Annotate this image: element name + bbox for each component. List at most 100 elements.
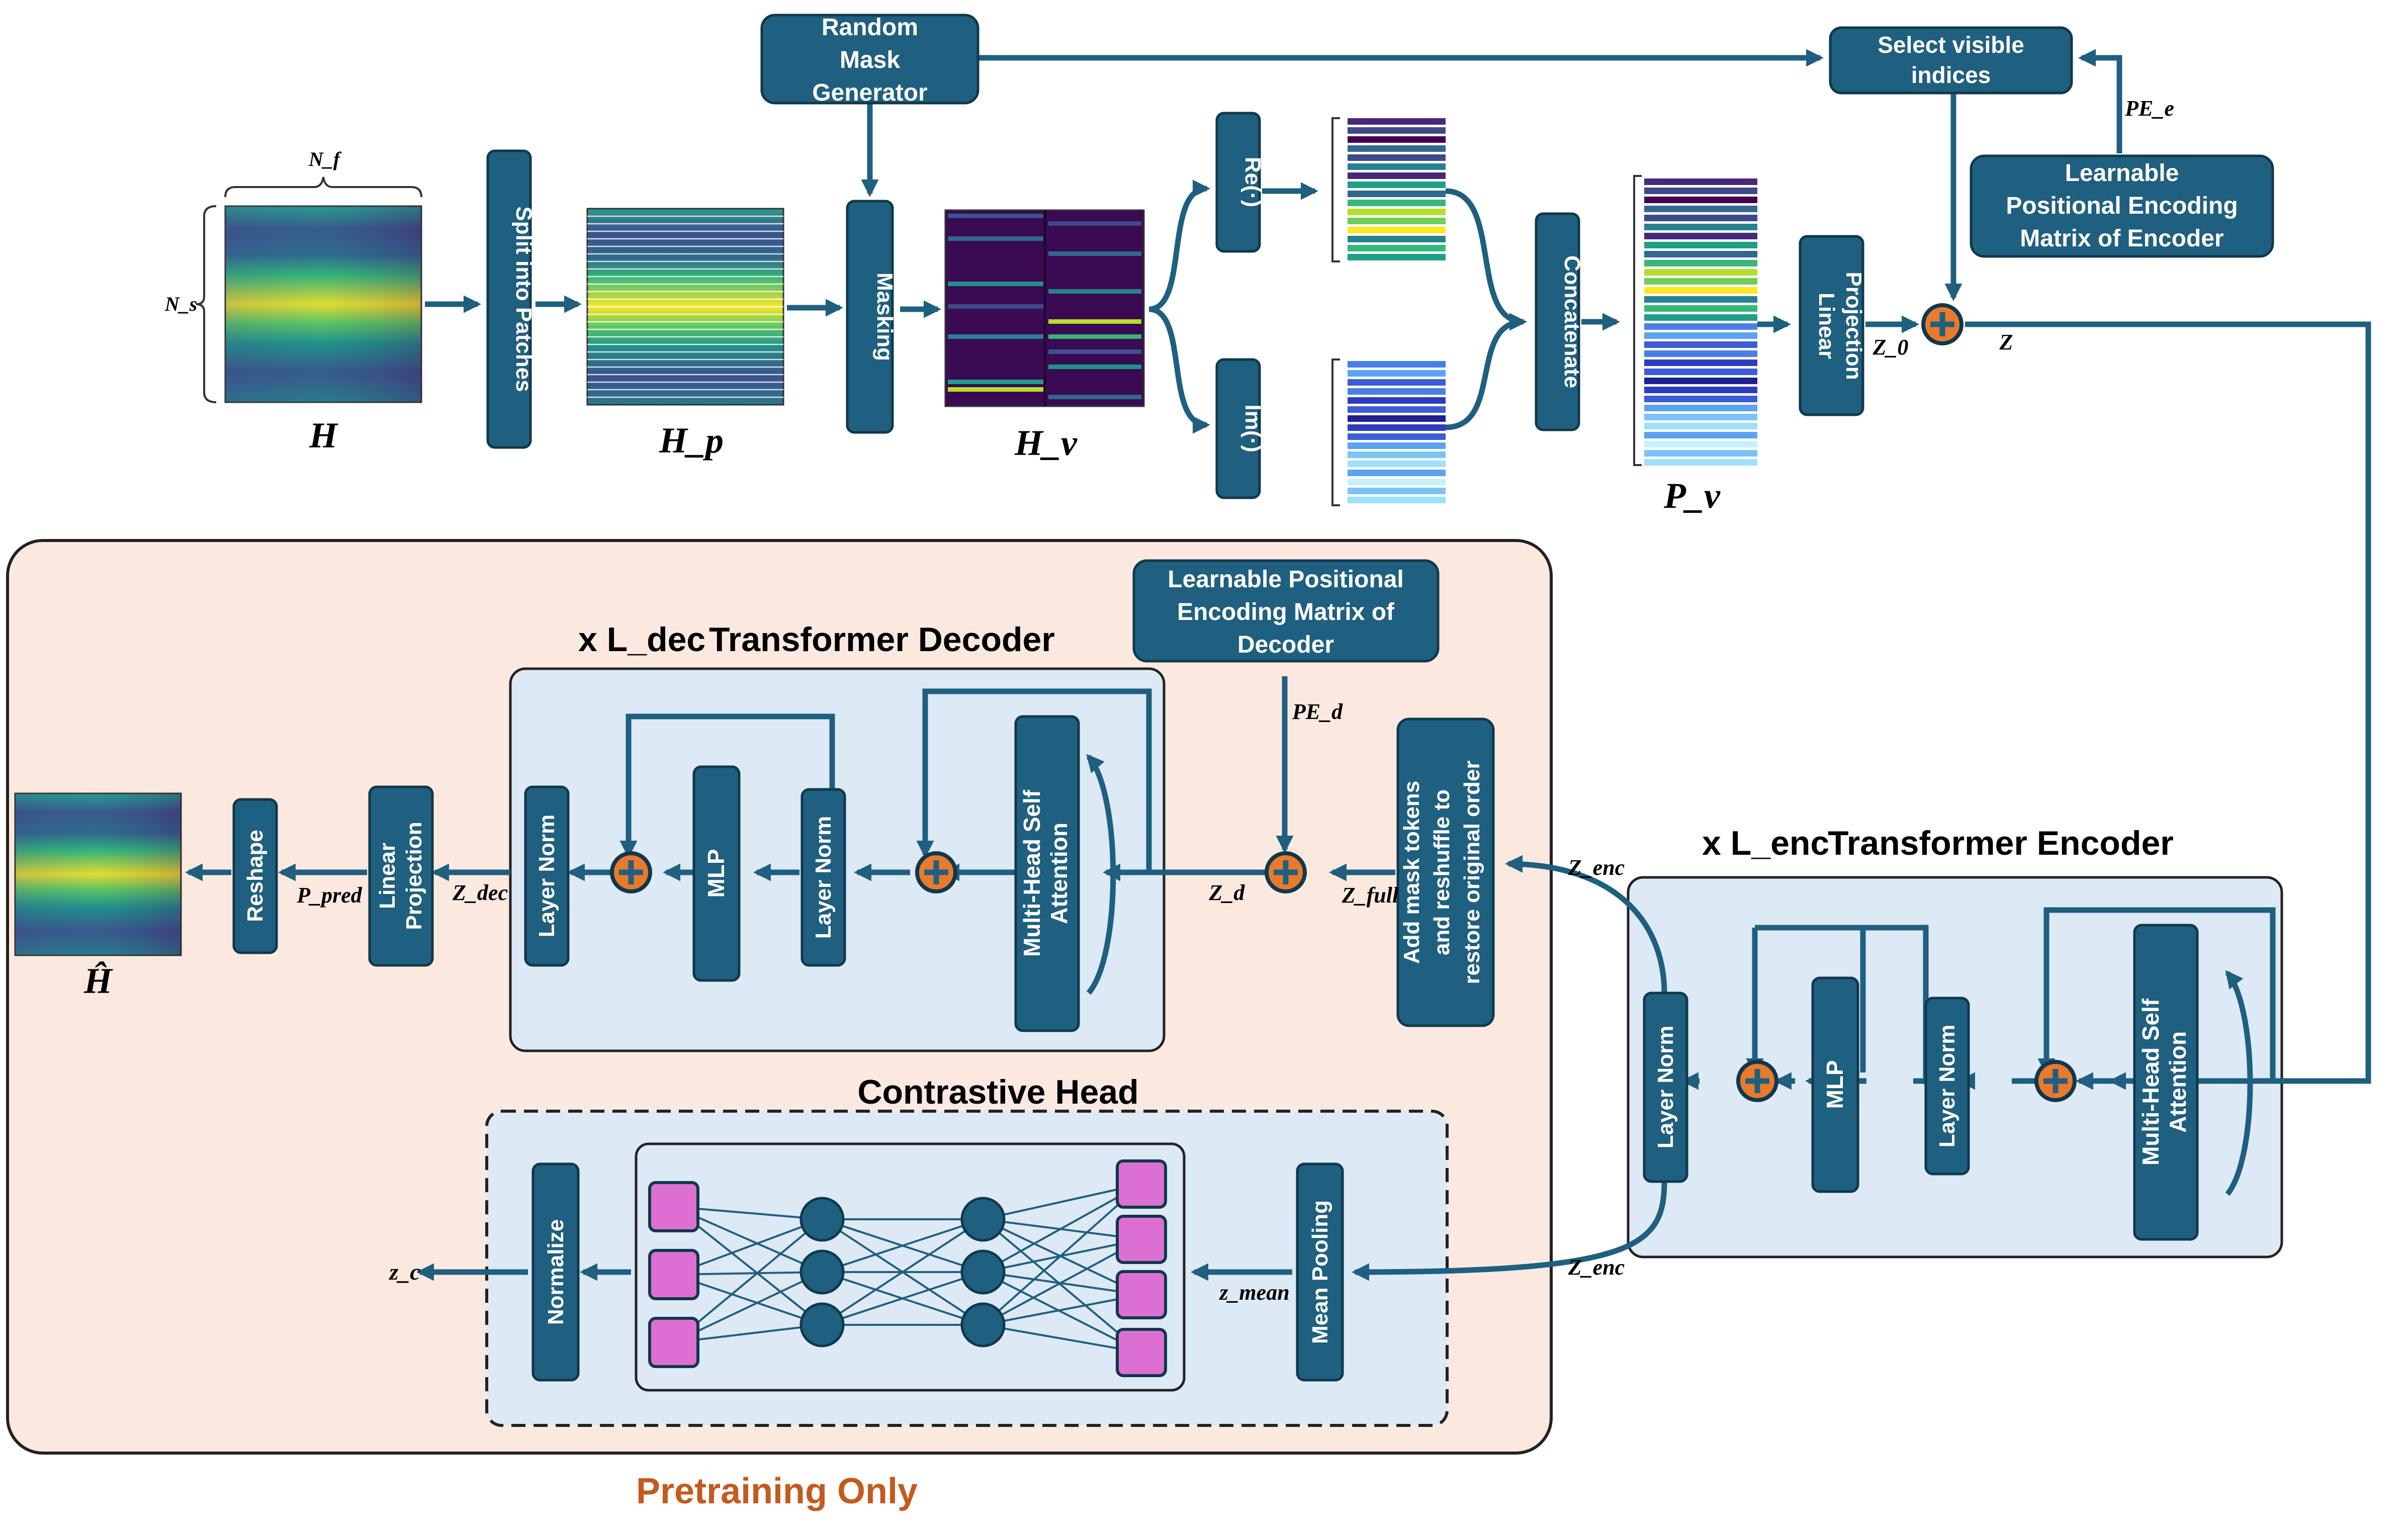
hidden-node-icon: [960, 1249, 1006, 1295]
im-bar: [1348, 470, 1446, 476]
pv-bar: [1644, 242, 1757, 248]
linear-projection-top-line-1: Linear: [1814, 293, 1839, 359]
encoder-mhsa-block: Multi-Head Self Attention: [2133, 924, 2199, 1241]
add-mask-line-3: restore original order: [1460, 760, 1484, 984]
im-bar: [1348, 479, 1446, 485]
re-bar: [1348, 127, 1446, 134]
net-edge: [983, 1183, 1142, 1273]
add-mask-tokens-block: Add mask tokens and reshuffle to restore…: [1396, 717, 1495, 1027]
im-bar: [1348, 397, 1446, 404]
connectors: [185, 49, 2371, 1281]
hv-bar: [948, 334, 1043, 339]
pv-bar: [1644, 450, 1757, 457]
hv-bar: [948, 304, 1043, 309]
net-edge: [983, 1238, 1142, 1326]
net-edge: [983, 1271, 1142, 1296]
net-edge: [982, 1218, 1142, 1354]
decoder-layernorm-1-block: Layer Norm: [524, 785, 570, 967]
normalize-label: Normalize: [544, 1219, 568, 1325]
decoder-linear-projection-line-1: Linear: [375, 843, 400, 909]
h-hat-label: Ĥ: [83, 961, 113, 1001]
plus-icon: [2034, 1060, 2077, 1102]
contrastive-network: [648, 1159, 1167, 1377]
re-bar: [1348, 154, 1446, 161]
im-bar: [1348, 424, 1446, 431]
decoder-layernorm-2-block: Layer Norm: [800, 788, 846, 967]
im-bar: [1348, 406, 1446, 413]
pe-encoder-block: Learnable Positional Encoding Matrix of …: [1970, 154, 2274, 258]
pv-bar: [1644, 178, 1757, 185]
re-bar: [1348, 136, 1446, 143]
re-bar: [1348, 254, 1446, 260]
heatmap-im: [1348, 361, 1446, 503]
split-patches-block: Split into Patches: [486, 149, 536, 449]
im-bar: [1348, 388, 1446, 395]
pv-bar: [1644, 423, 1757, 429]
contrastive-title: Contrastive Head: [857, 1073, 1138, 1111]
pv-bar: [1644, 314, 1757, 321]
re-bar: [1348, 236, 1446, 242]
mean-pooling-block: Mean Pooling: [1296, 1162, 1344, 1382]
pv-bar: [1644, 432, 1757, 438]
pe-e-label: PE_e: [2124, 96, 2174, 121]
net-edge: [822, 1218, 984, 1273]
hv-bar: [1048, 289, 1141, 294]
add-mask-line-1: Add mask tokens: [1399, 781, 1424, 964]
im-block: Im(·): [1215, 358, 1265, 499]
pv-bar: [1644, 414, 1757, 420]
pv-bar: [1644, 215, 1757, 221]
ns-label: N_s: [164, 293, 197, 315]
im-bar: [1348, 361, 1446, 368]
encoder-mhsa-line-1: Multi-Head Self: [2137, 998, 2164, 1165]
z-d-label: Z_d: [1209, 880, 1245, 905]
hv-bar: [1048, 221, 1141, 226]
encoder-multiplier: x L_enc: [1702, 824, 1829, 862]
net-edge: [983, 1218, 1142, 1240]
encoder-layernorm-1-label: Layer Norm: [1653, 1026, 1678, 1149]
decoder-title: Transformer Decoder: [709, 620, 1055, 659]
select-visible-line-2: indices: [1911, 62, 1991, 88]
decoder-mlp-label: MLP: [703, 849, 729, 897]
normalize-block: Normalize: [531, 1162, 580, 1382]
re-bar: [1348, 191, 1446, 197]
heatmap-hp: [586, 208, 784, 406]
random-mask-line-2: Mask: [840, 47, 900, 73]
plus-icon: [1265, 851, 1307, 893]
encoder-mhsa-line-2: Attention: [2165, 1031, 2191, 1133]
pv-bar: [1644, 441, 1757, 447]
re-bar: [1348, 200, 1446, 206]
re-bar: [1348, 218, 1446, 224]
pv-bar: [1644, 269, 1757, 276]
add-mask-line-2: and reshuffle to: [1430, 789, 1454, 955]
im-bar: [1348, 461, 1446, 467]
masking-block: Masking: [846, 200, 897, 434]
random-mask-line-3: Generator: [812, 79, 927, 106]
hidden-node-icon: [799, 1249, 845, 1295]
pe-encoder-line-3: Matrix of Encoder: [2020, 225, 2223, 252]
hv-bar: [1048, 365, 1141, 369]
im-bar: [1348, 379, 1446, 386]
heatmap-hv: [944, 209, 1145, 407]
hp-label: H_p: [659, 420, 724, 461]
masking-label: Masking: [872, 273, 897, 361]
encoder-layernorm-2-label: Layer Norm: [1935, 1025, 1959, 1148]
output-node-icon: [1116, 1215, 1167, 1264]
hv-bar: [1048, 251, 1141, 256]
pv-bar: [1644, 459, 1757, 466]
net-edge: [983, 1294, 1142, 1326]
ns-brace: [196, 205, 217, 403]
re-bar: [1348, 145, 1446, 152]
p-pred-label: P_pred: [296, 883, 363, 908]
net-edge: [983, 1183, 1142, 1220]
z-label: Z: [1999, 330, 2013, 354]
decoder-mhsa-line-2: Attention: [1046, 823, 1072, 924]
decoder-layernorm-2-label: Layer Norm: [811, 816, 836, 939]
plus-icon: [610, 851, 652, 893]
pv-bar: [1644, 260, 1757, 266]
linear-projection-top-line-2: Projection: [1841, 272, 1866, 380]
linear-projection-top-block: Linear Projection: [1799, 235, 1866, 416]
encoder-layernorm-1-block: Layer Norm: [1643, 992, 1688, 1183]
z-enc-bottom-label: Z_enc: [1568, 1255, 1625, 1280]
h-label: H: [309, 415, 338, 456]
pv-bar: [1644, 287, 1757, 294]
